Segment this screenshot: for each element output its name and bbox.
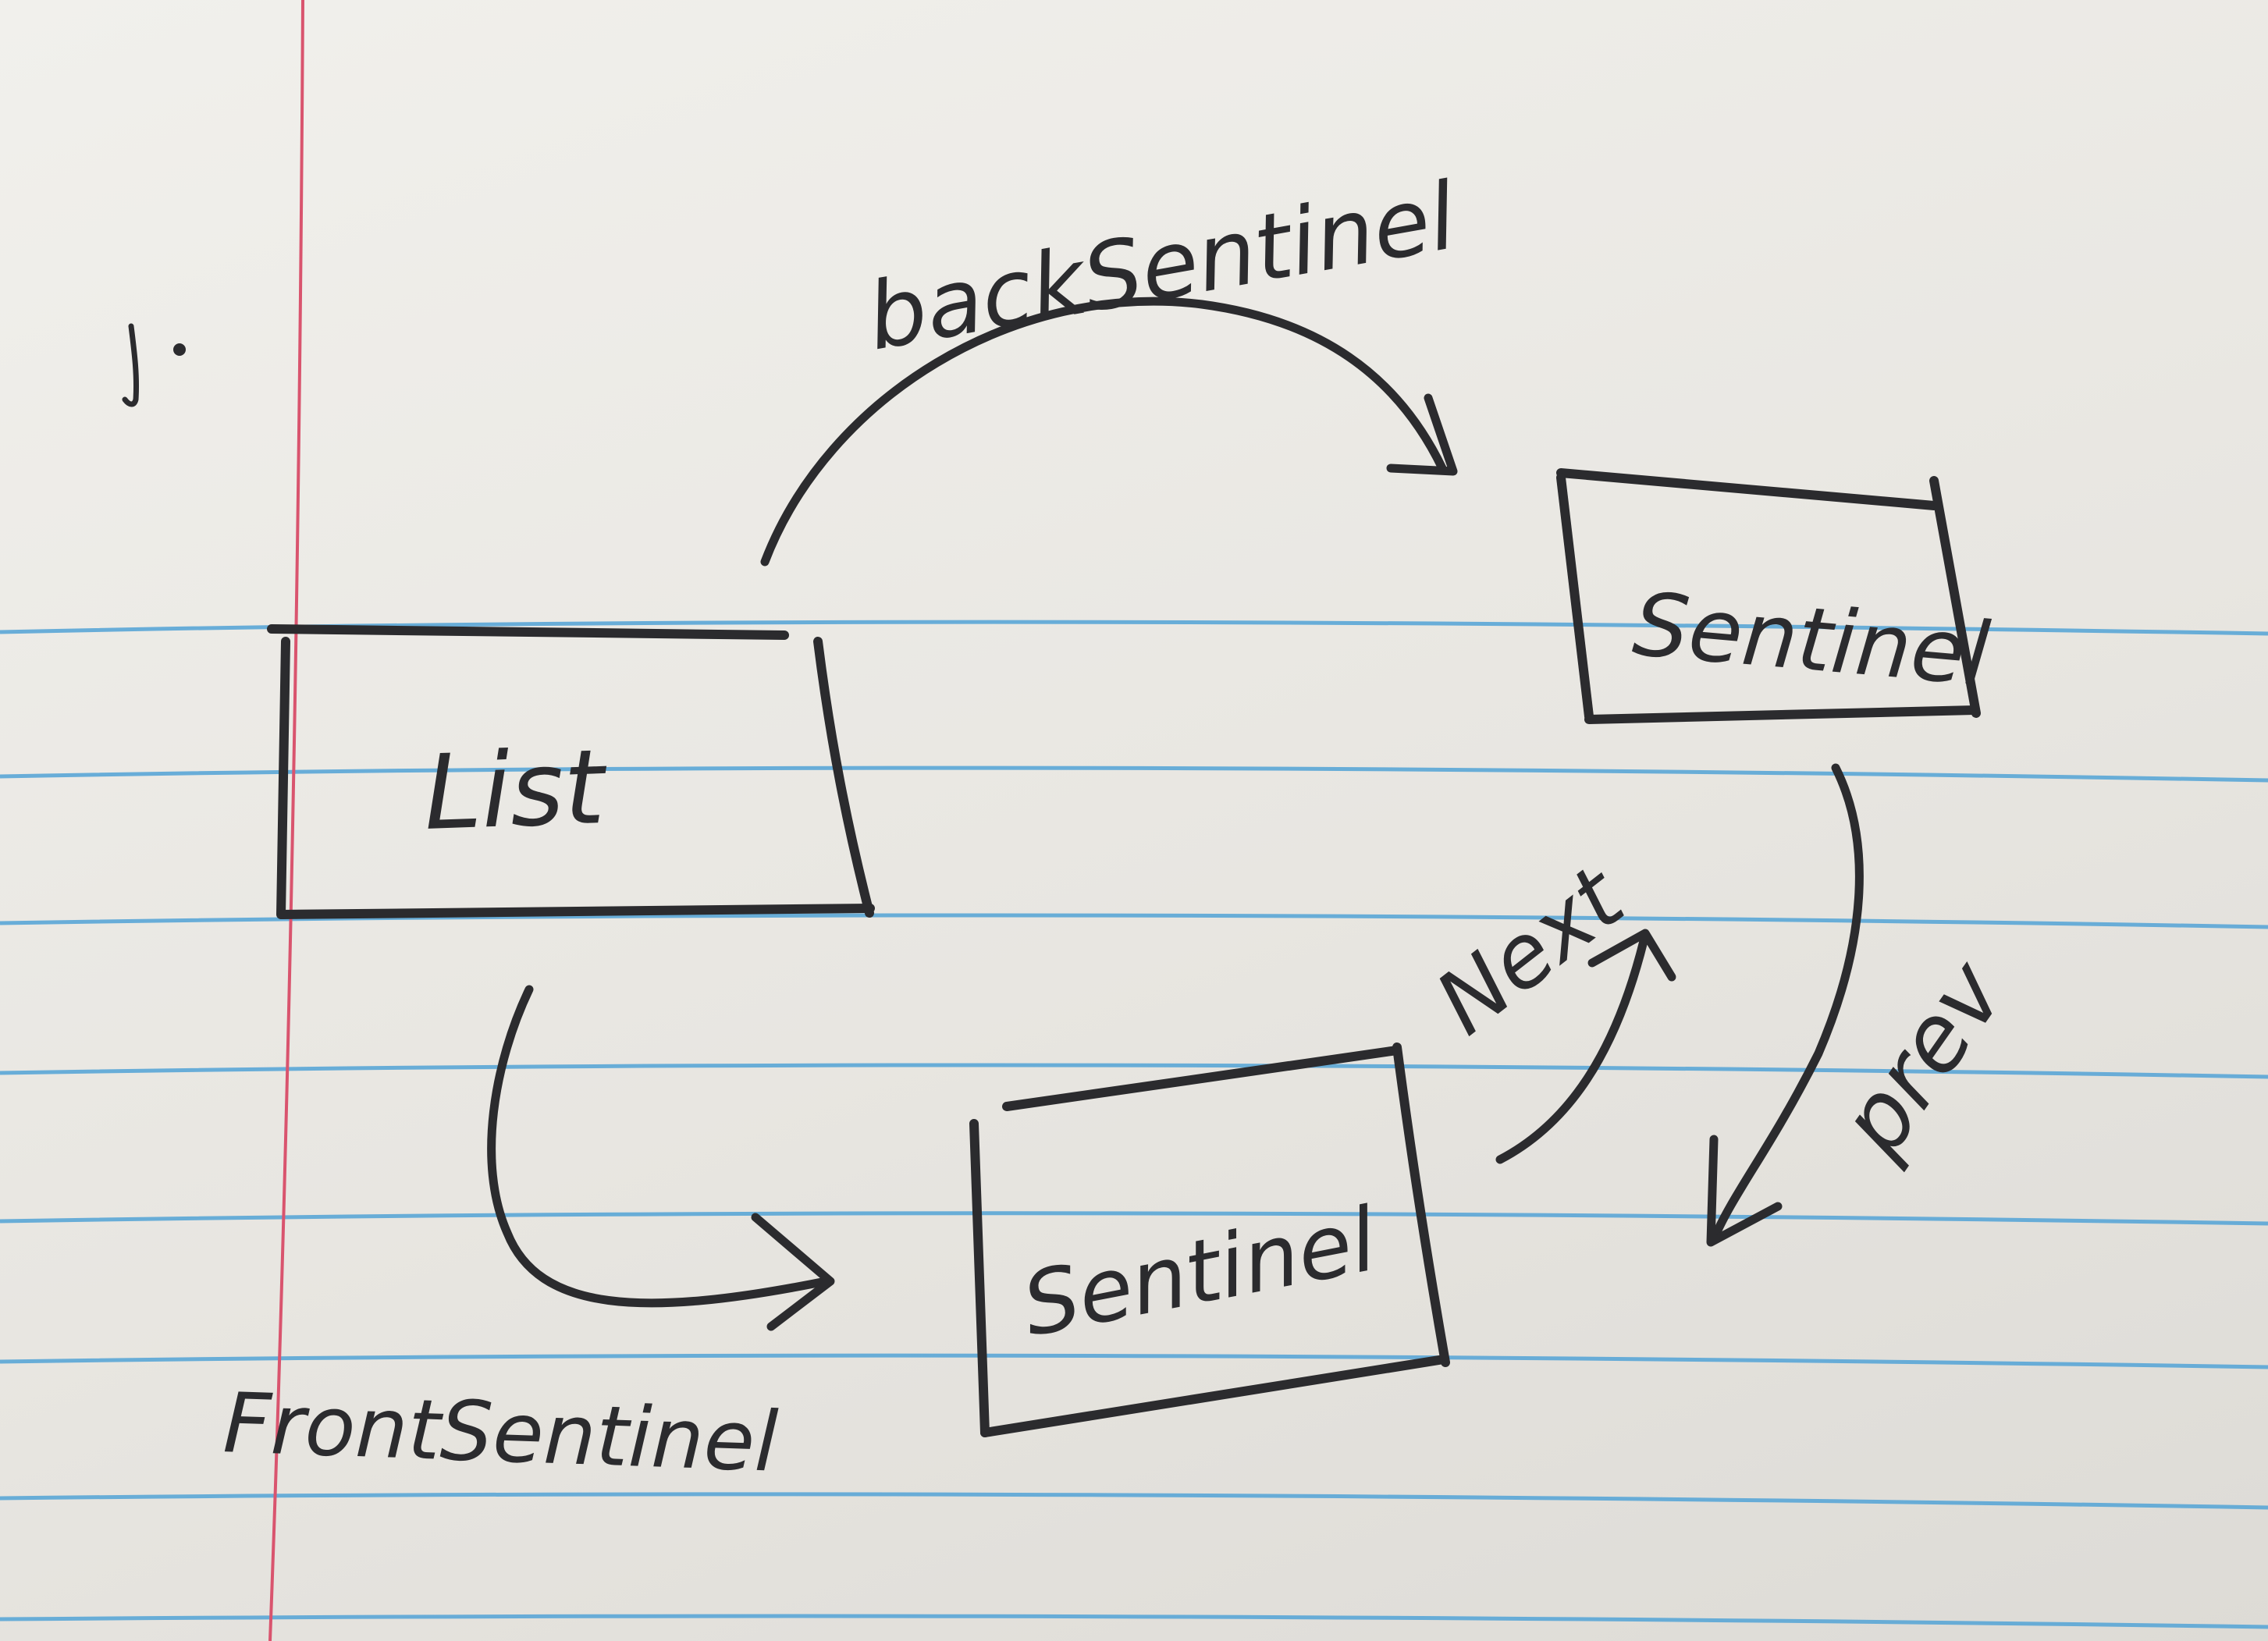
next-edge-label: Next	[1418, 846, 1644, 1054]
back-sentinel-label: Sentinel	[1630, 574, 1994, 705]
back-sentinel-arrow: backSentinel	[760, 162, 1464, 567]
next-arrow: Next	[1418, 846, 1676, 1164]
list-label: List	[422, 727, 610, 854]
front-sentinel-node: Sentinel	[969, 1042, 1450, 1437]
back-sentinel-edge-label: backSentinel	[859, 162, 1464, 371]
front-sentinel-edge-label: FrontSentinel	[222, 1375, 780, 1490]
list-node: List	[267, 624, 875, 919]
item-number: 1.	[122, 323, 186, 407]
back-sentinel-node: Sentinel	[1556, 468, 1994, 724]
margin-line	[268, 0, 304, 1641]
svg-text:1.: 1.	[125, 374, 126, 375]
front-sentinel-arrow: FrontSentinel	[222, 985, 835, 1490]
prev-arrow: prev	[1706, 763, 2027, 1247]
